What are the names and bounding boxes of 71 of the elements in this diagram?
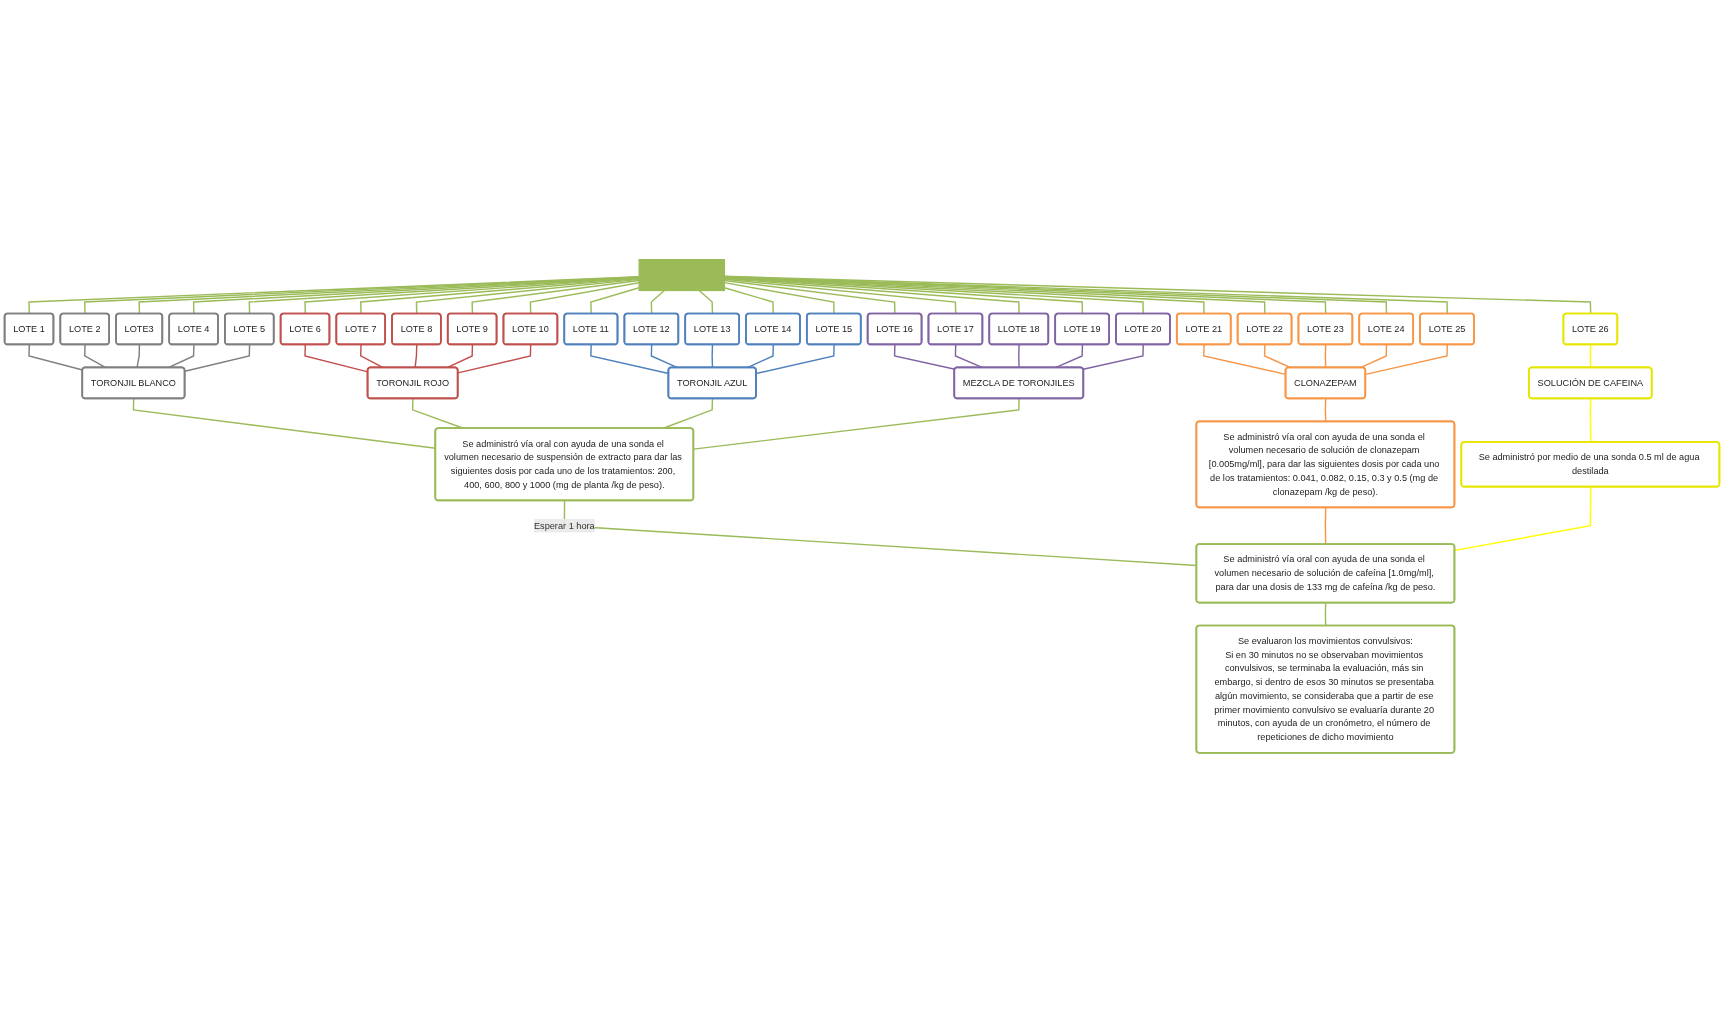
process-box: TORONJIL AZUL bbox=[667, 366, 757, 400]
process-box: LOTE 16 bbox=[866, 312, 923, 346]
connector-line bbox=[1589, 398, 1592, 444]
process-box: Se administró por medio de una sonda 0.5 ml de agua destilada bbox=[1460, 441, 1721, 488]
process-box: LOTE 2 bbox=[59, 312, 110, 346]
process-box: LOTE 24 bbox=[1358, 312, 1415, 346]
process-box: LOTE 7 bbox=[335, 312, 386, 346]
process-box: LOTE 10 bbox=[502, 312, 559, 346]
connector-line bbox=[529, 282, 640, 315]
process-box: TORONJIL ROJO bbox=[366, 366, 459, 400]
process-box: LOTE 11 bbox=[563, 312, 619, 346]
process-box: LOTE 8 bbox=[391, 312, 442, 346]
connector-line bbox=[1263, 344, 1292, 369]
connector-line bbox=[1454, 486, 1592, 552]
connector-line bbox=[1018, 344, 1020, 369]
process-box: Se administró vía oral con ayuda de una sonda el volumen necesario de solución de clonazepam [0.005mg/ml], para dar las siguientes dosis por cada uno de los tratamientos: 0.041, 0.082, 0.15, 0.3 y 0.5 (mg de clonazepam /kg de peso). bbox=[1195, 420, 1456, 509]
process-box: LOTE 17 bbox=[927, 312, 984, 346]
process-box: LOTE 4 bbox=[168, 312, 219, 346]
process-box: LOTE 12 bbox=[623, 312, 680, 346]
connector-line bbox=[650, 290, 665, 315]
connector-line bbox=[415, 279, 640, 315]
process-box: SOLUCIÓN DE CAFEINA bbox=[1528, 366, 1653, 400]
process-box: LLOTE 18 bbox=[988, 312, 1050, 346]
connector-line bbox=[360, 344, 384, 369]
process-box: LOTE 25 bbox=[1419, 312, 1475, 346]
connector-line bbox=[1324, 507, 1327, 546]
connector-line bbox=[746, 344, 774, 369]
process-box: LOTE 23 bbox=[1297, 312, 1354, 346]
process-box: LOTE 6 bbox=[279, 312, 331, 346]
connector-line bbox=[136, 344, 141, 369]
connector-line bbox=[1054, 344, 1084, 369]
connector-line bbox=[1589, 344, 1592, 369]
process-box: TORONJIL BLANCO bbox=[81, 366, 186, 400]
process-box: MEZCLA DE TORONJILES bbox=[953, 366, 1085, 400]
connector-line bbox=[1324, 602, 1327, 627]
connector-line bbox=[1082, 344, 1144, 371]
connector-line bbox=[84, 344, 107, 369]
process-box: LOTE 21 bbox=[1175, 312, 1232, 346]
connector-line bbox=[1324, 344, 1327, 369]
connector-line bbox=[1324, 398, 1327, 423]
process-box: LOTE 5 bbox=[224, 312, 275, 346]
connector-line bbox=[167, 344, 195, 369]
process-box: LOTE 22 bbox=[1236, 312, 1293, 346]
process-box: LOTE 14 bbox=[745, 312, 801, 346]
connector-line bbox=[893, 344, 956, 371]
connector-line bbox=[698, 290, 714, 315]
process-box: LOTE 19 bbox=[1054, 312, 1110, 346]
process-box: LOTE 13 bbox=[684, 312, 740, 346]
connector-line bbox=[28, 344, 84, 371]
process-box: Se administró vía oral con ayuda de una sonda el volumen necesario de solución de cafeína [1.0mg/ml], para dar una dosis de 133 mg de cafeína /kg de peso. bbox=[1195, 543, 1456, 604]
process-box: LOTE 15 bbox=[805, 312, 862, 346]
connector-line bbox=[954, 344, 984, 369]
connector-line bbox=[184, 344, 251, 373]
connector-line bbox=[711, 344, 714, 369]
connector-line bbox=[471, 280, 640, 315]
process-box: LOTE 26 bbox=[1562, 312, 1619, 346]
process-box: LOTE3 bbox=[115, 312, 164, 346]
process-box: Se evaluaron los movimientos convulsivos: Si en 30 minutos no se observaban movimientos convulsivos, se terminaba la evaluación, más sin embargo, si dentro de esos 30 minutos se presentaba algún movimiento, se consideraba que a partir de ese primer movimiento convulsivo se evaluaría durante 20 minutos, con ayuda de un cronómetro, el número de repeticiones de dicho movimiento bbox=[1195, 624, 1456, 754]
connector-line bbox=[1359, 344, 1388, 369]
bus-bar bbox=[638, 259, 726, 292]
connector-line bbox=[590, 287, 640, 315]
connector-line bbox=[650, 344, 679, 369]
process-box: LOTE 20 bbox=[1115, 312, 1171, 346]
process-box: Se administró vía oral con ayuda de una sonda el volumen necesario de suspensión de extracto para dar las siguientes dosis por cada uno de los tratamientos: 200, 400, 600, 800 y 1000 (mg de planta /kg de peso). bbox=[434, 427, 695, 502]
connector-line bbox=[457, 344, 532, 374]
process-box: LOTE 9 bbox=[446, 312, 498, 346]
connector-line bbox=[446, 344, 474, 369]
connector-line bbox=[414, 344, 418, 369]
connector-line bbox=[755, 344, 835, 375]
process-box: CLONAZEPAM bbox=[1284, 366, 1367, 400]
process-box: LOTE 1 bbox=[3, 312, 55, 346]
